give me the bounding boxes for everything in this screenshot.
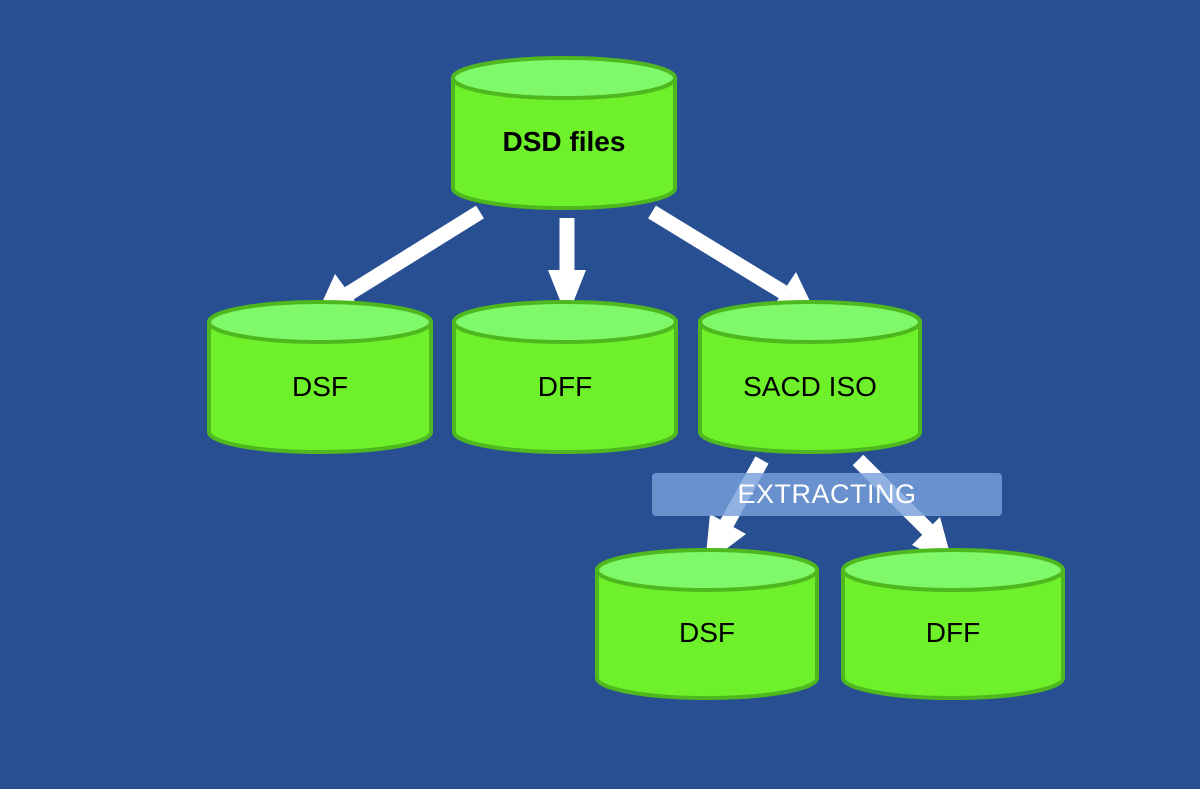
- extracted-dsf-label: DSF: [679, 617, 735, 648]
- cylinder-dff: [452, 300, 678, 454]
- extracted-dff-label: DFF: [925, 617, 981, 648]
- extracting-banner: EXTRACTING: [652, 473, 1002, 516]
- sacd-iso-label: SACD ISO: [743, 371, 877, 402]
- arrow-root-to-dff: [548, 218, 586, 318]
- dff-label: DFF: [537, 371, 593, 402]
- cylinder-sacd-iso: [698, 300, 922, 454]
- cylinder-extracted-dff: [841, 548, 1065, 700]
- dsd-files-label: DSD files: [502, 126, 626, 157]
- cylinder-extracted-dsf: [595, 548, 819, 700]
- cylinder-dsd-files: [451, 56, 677, 210]
- dsf-label: DSF: [292, 371, 348, 402]
- cylinder-dsf: [207, 300, 433, 454]
